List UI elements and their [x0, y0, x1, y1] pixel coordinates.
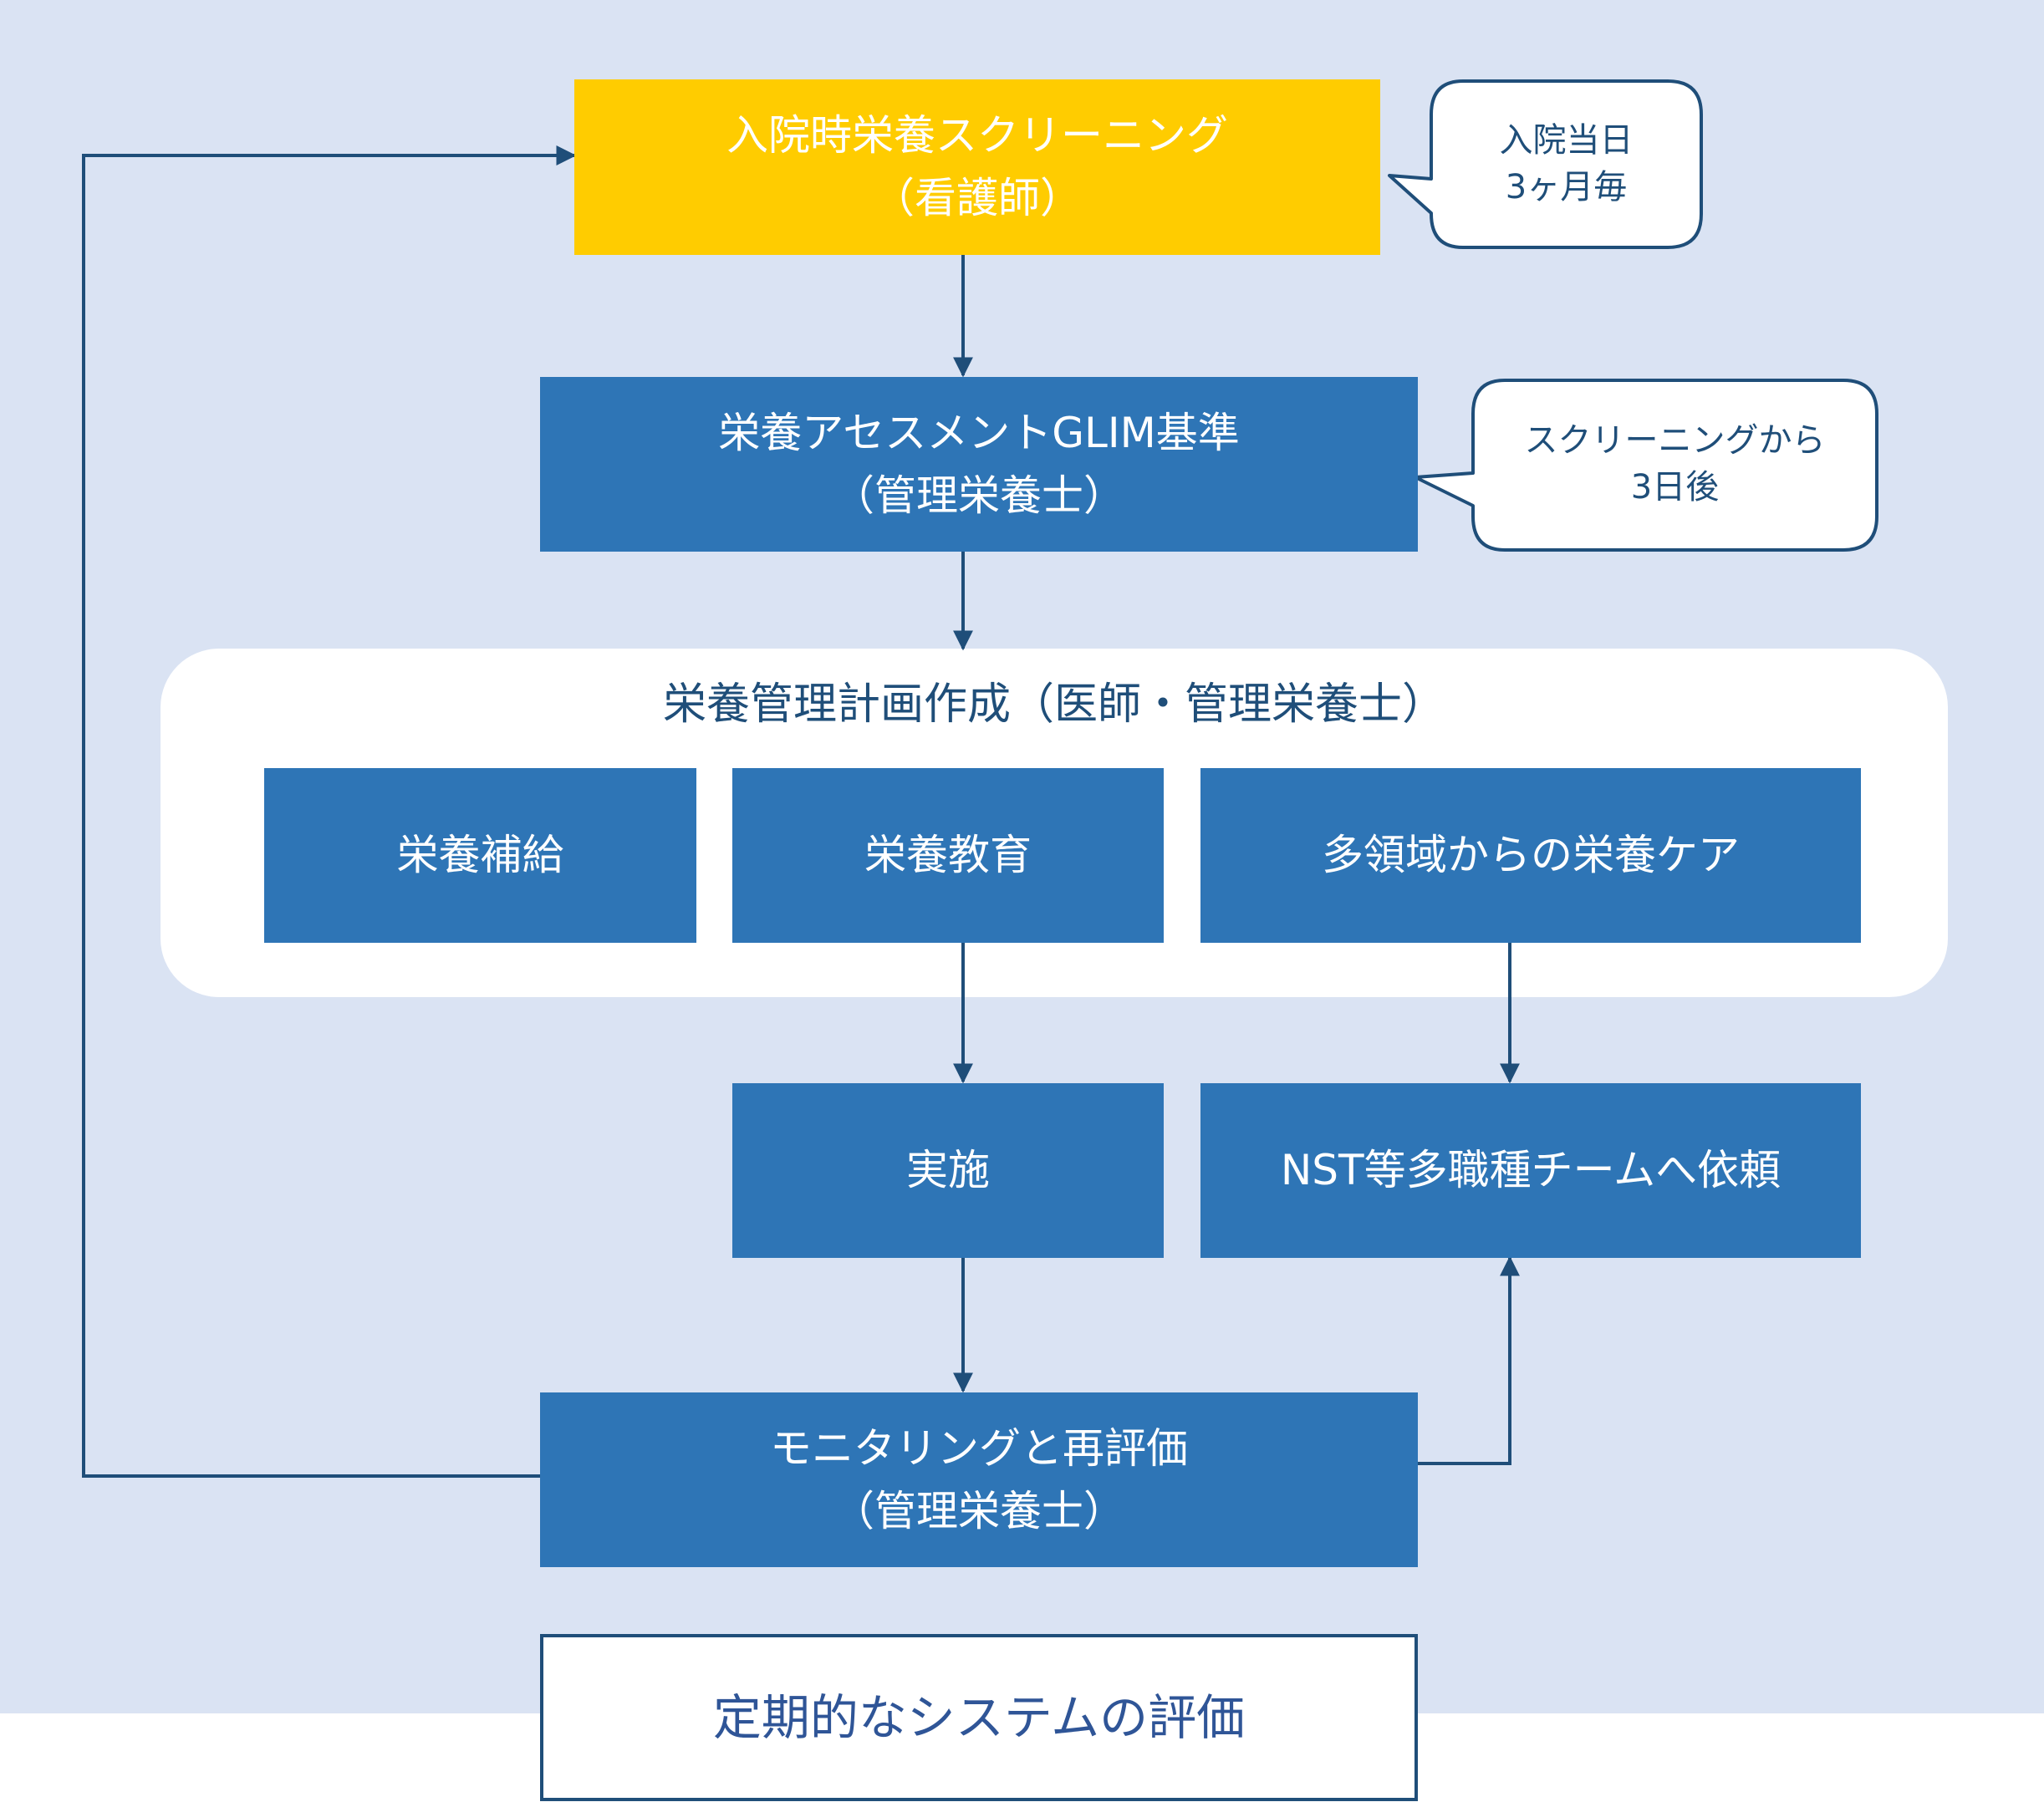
callout-assessment-line2: 3日後: [1630, 468, 1720, 506]
screening-title: 入院時栄養スクリーニング: [726, 111, 1228, 160]
callout-screening-shape: [1388, 79, 1703, 249]
arrow-monitoring-to-nst: [1418, 1255, 1520, 1465]
supply-box: 栄養補給: [264, 768, 696, 943]
assessment-title: 栄養アセスメントGLIM基準: [718, 408, 1240, 457]
education-label: 栄養教育: [864, 831, 1032, 879]
callout-screening: 入院当日 3ヶ月毎: [1431, 117, 1701, 211]
plan-title: 栄養管理計画作成（医師・管理栄養士）: [662, 680, 1445, 730]
monitoring-role: （管理栄養士）: [833, 1486, 1125, 1535]
system-eval-label: 定期的なシステムの評価: [712, 1688, 1246, 1746]
callout-assessment-shape: [1414, 379, 1878, 552]
care-label: 多領域からの栄養ケア: [1322, 831, 1740, 879]
arrow-feedback-loop: [82, 145, 577, 1478]
monitoring-title: モニタリングと再評価: [770, 1423, 1188, 1473]
implement-box: 実施: [732, 1083, 1164, 1258]
education-box: 栄養教育: [732, 768, 1164, 943]
callout-assessment-line1: スクリーニングから: [1524, 421, 1826, 460]
callout-assessment: スクリーニングから 3日後: [1473, 417, 1877, 511]
implement-label: 実施: [906, 1146, 990, 1194]
callout-screening-line2: 3ヶ月毎: [1505, 168, 1628, 206]
system-eval-box: 定期的なシステムの評価: [540, 1634, 1418, 1801]
assessment-box: 栄養アセスメントGLIM基準 （管理栄養士）: [540, 377, 1418, 552]
monitoring-box: モニタリングと再評価 （管理栄養士）: [540, 1392, 1418, 1567]
care-box: 多領域からの栄養ケア: [1200, 768, 1861, 943]
nst-label: NST等多職種チームへ依頼: [1280, 1146, 1781, 1194]
screening-role: （看護師）: [873, 174, 1082, 222]
screening-box: 入院時栄養スクリーニング （看護師）: [574, 79, 1380, 255]
nst-box: NST等多職種チームへ依頼: [1200, 1083, 1861, 1258]
callout-screening-line1: 入院当日: [1499, 121, 1634, 160]
supply-label: 栄養補給: [396, 831, 564, 879]
assessment-role: （管理栄養士）: [833, 471, 1125, 520]
